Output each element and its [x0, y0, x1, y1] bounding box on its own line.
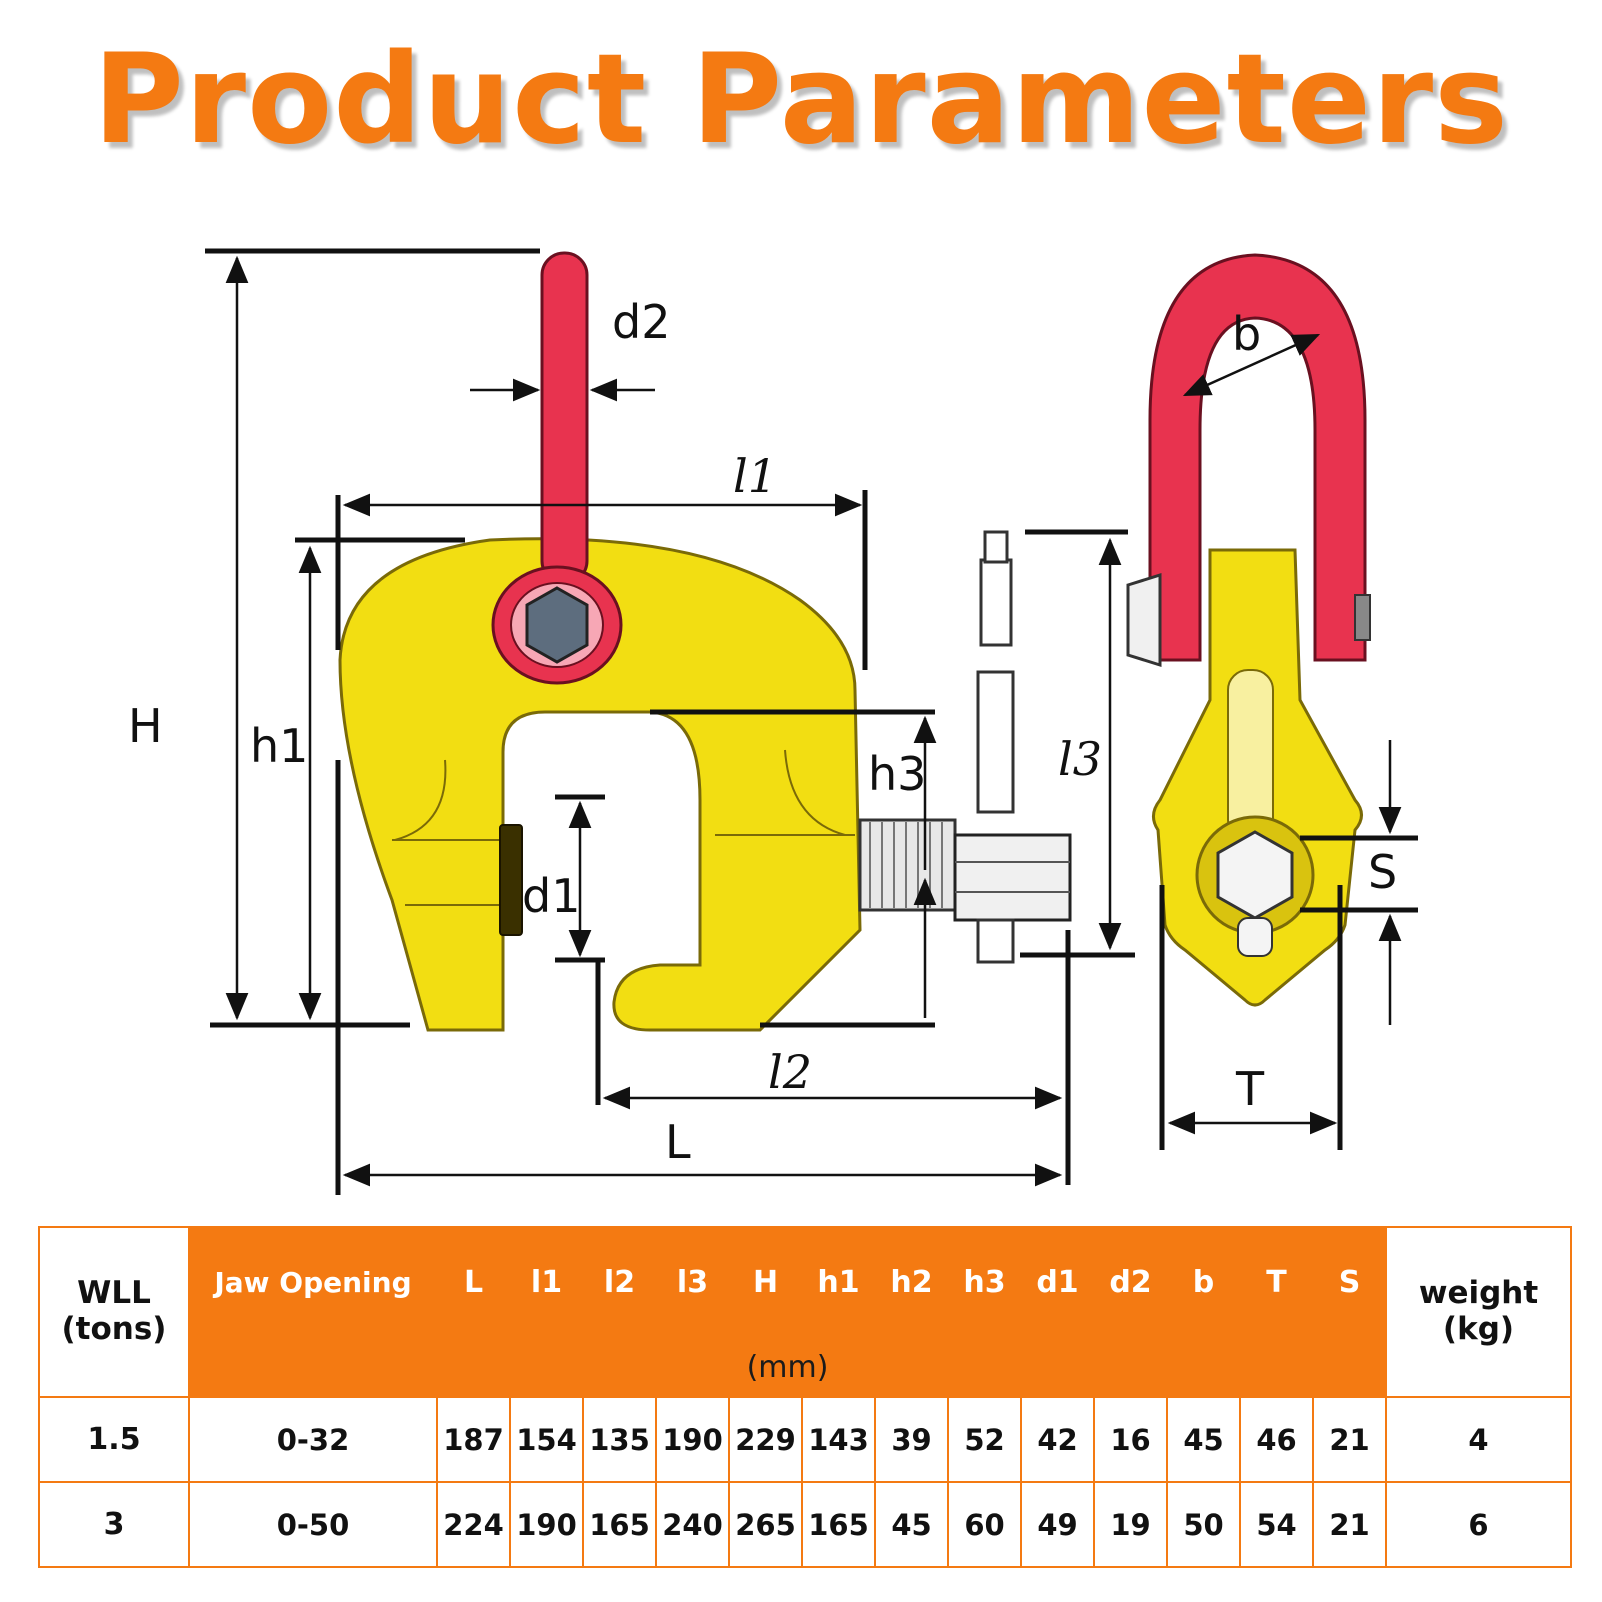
wll-cell: 3 [38, 1481, 190, 1568]
weight-cell: 6 [1385, 1481, 1572, 1568]
col-header: T [1239, 1226, 1314, 1338]
dim-cell: 21 [1312, 1481, 1387, 1568]
col-header: b [1166, 1226, 1241, 1338]
dim-cell: 224 [436, 1481, 511, 1568]
label-h1: h1 [250, 719, 308, 773]
table-header-row: WLL (tons) Jaw Opening L l1 l2 l3 H h1 h… [38, 1226, 1572, 1398]
wll-header: WLL (tons) [38, 1226, 190, 1398]
dim-cell: 54 [1239, 1481, 1314, 1568]
dim-cell: 60 [947, 1481, 1022, 1568]
dim-cell: 240 [655, 1481, 730, 1568]
dim-cell: 45 [1166, 1396, 1241, 1483]
clamp-screw [858, 530, 1072, 964]
jaw-cell: 0-50 [188, 1481, 438, 1568]
dim-cell: 46 [1239, 1396, 1314, 1483]
eye-bolt [491, 251, 623, 685]
label-d2: d2 [612, 295, 670, 349]
label-d1: d1 [522, 869, 580, 923]
dim-cell: 42 [1020, 1396, 1095, 1483]
parameters-table: WLL (tons) Jaw Opening L l1 l2 l3 H h1 h… [38, 1226, 1572, 1568]
dim-cell: 50 [1166, 1481, 1241, 1568]
col-header: l2 [582, 1226, 657, 1338]
col-header: l1 [509, 1226, 584, 1338]
dim-cell: 39 [874, 1396, 949, 1483]
jaw-cell: 0-32 [188, 1396, 438, 1483]
dim-cell: 143 [801, 1396, 876, 1483]
clamp-diagram: H h1 h3 d1 d2 l1 l2 l3 L b S T [128, 248, 1418, 1195]
label-S: S [1368, 845, 1397, 899]
label-H: H [128, 699, 163, 753]
page-title: Product Parameters [93, 28, 1509, 172]
weight-cell: 4 [1385, 1396, 1572, 1483]
col-header: S [1312, 1226, 1387, 1338]
col-header: h1 [801, 1226, 876, 1338]
col-header: l3 [655, 1226, 730, 1338]
col-header: h3 [947, 1226, 1022, 1338]
dim-cell: 165 [801, 1481, 876, 1568]
table-row: 3 0-50 224 190 165 240 265 165 45 60 49 … [38, 1481, 1572, 1568]
col-header: h2 [874, 1226, 949, 1338]
dim-cell: 16 [1093, 1396, 1168, 1483]
clamp-body [338, 537, 862, 1032]
dimension-arrows [225, 255, 1402, 1187]
label-h3: h3 [868, 747, 926, 801]
dim-cell: 190 [655, 1396, 730, 1483]
col-header: d2 [1093, 1226, 1168, 1338]
dim-cell: 265 [728, 1481, 803, 1568]
dim-cell: 19 [1093, 1481, 1168, 1568]
dim-cell: 165 [582, 1481, 657, 1568]
unit-label: (mm) [188, 1336, 1387, 1398]
jaw-opening-header: Jaw Opening [188, 1226, 438, 1338]
label-l3: l3 [1058, 732, 1102, 786]
label-l1: l1 [733, 449, 777, 503]
wll-cell: 1.5 [38, 1396, 190, 1483]
extension-lines [205, 248, 1418, 1195]
col-header: d1 [1020, 1226, 1095, 1338]
label-T: T [1235, 1062, 1265, 1116]
label-l2: l2 [768, 1045, 812, 1099]
dim-cell: 49 [1020, 1481, 1095, 1568]
weight-header: weight (kg) [1385, 1226, 1572, 1398]
dim-cell: 190 [509, 1481, 584, 1568]
col-header: L [436, 1226, 511, 1338]
col-header: H [728, 1226, 803, 1338]
dim-cell: 21 [1312, 1396, 1387, 1483]
dim-cell: 154 [509, 1396, 584, 1483]
dim-cell: 45 [874, 1481, 949, 1568]
table-unit-row: (mm) [39, 1336, 1571, 1398]
dim-cell: 52 [947, 1396, 1022, 1483]
dim-cell: 187 [436, 1396, 511, 1483]
label-L: L [665, 1115, 691, 1169]
dim-cell: 135 [582, 1396, 657, 1483]
table-row: 1.5 0-32 187 154 135 190 229 143 39 52 4… [38, 1396, 1572, 1483]
dim-cell: 229 [728, 1396, 803, 1483]
label-b: b [1232, 307, 1261, 361]
